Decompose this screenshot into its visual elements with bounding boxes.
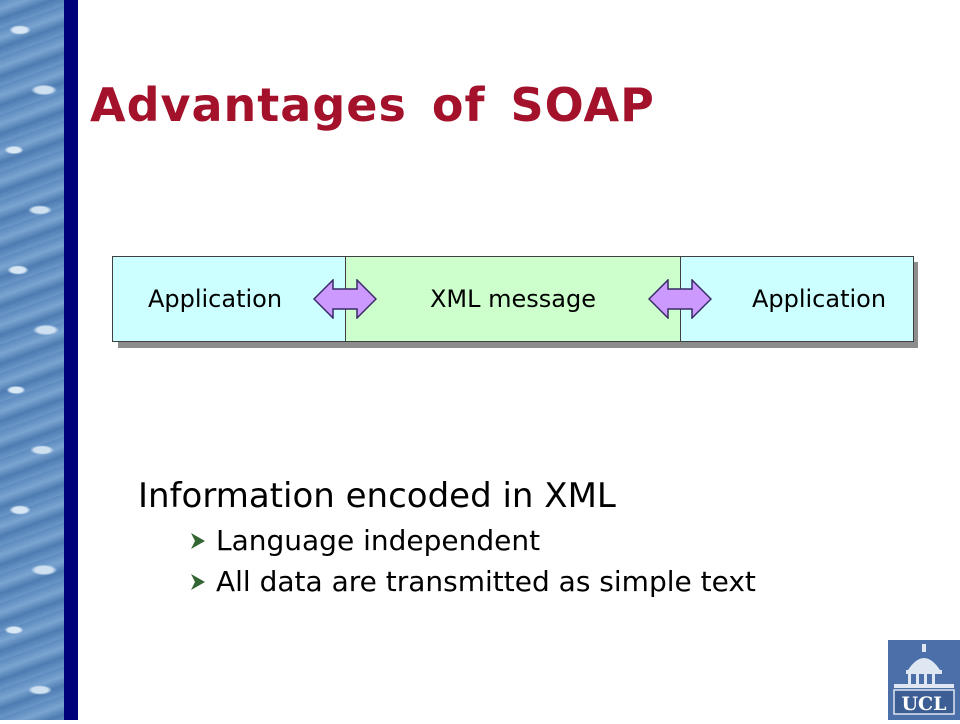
ucl-dome-logo-icon: UCL <box>888 640 960 720</box>
ucl-logo-text: UCL <box>901 693 946 715</box>
bullet-list: Information encoded in XML Language inde… <box>138 476 756 606</box>
bullet-main: Information encoded in XML <box>138 476 616 516</box>
bullet-sub-item: Language independent <box>188 524 756 557</box>
bullet-sub-item: All data are transmitted as simple text <box>188 565 756 598</box>
application-box-right: Application <box>680 256 914 342</box>
xml-message-box: XML message <box>345 256 681 342</box>
bullet-sub-text: All data are transmitted as simple text <box>216 565 756 598</box>
chevron-right-icon <box>191 573 205 590</box>
chevron-right-icon <box>191 532 205 549</box>
sidebar-navy-bar <box>64 0 78 720</box>
slide-title: Advantages of SOAP <box>90 78 655 132</box>
ucl-logo: UCL <box>888 640 960 720</box>
double-arrow-icon <box>313 279 377 319</box>
bullet-sub-text: Language independent <box>216 524 541 557</box>
application-box-left: Application <box>112 256 346 342</box>
double-arrow-icon <box>648 279 712 319</box>
soap-diagram: Application XML message Application <box>112 256 918 348</box>
decorative-water-sidebar <box>0 0 64 720</box>
